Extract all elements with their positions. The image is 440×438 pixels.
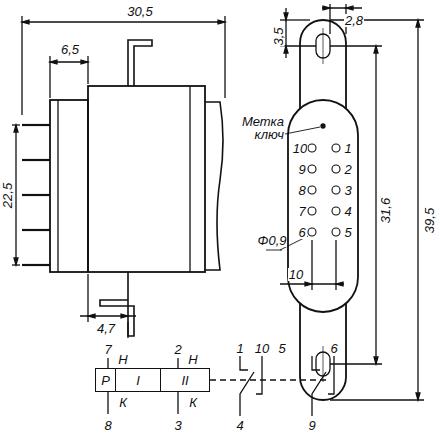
coil-label: Р	[101, 373, 110, 388]
coil-cell: II	[160, 368, 210, 392]
pin-number: 9	[297, 163, 306, 176]
dimension: 10	[288, 268, 304, 281]
coil-label: II	[181, 373, 188, 388]
pin-number: 5	[343, 226, 352, 239]
winding-start: Н	[187, 353, 198, 366]
terminal-number: 2	[173, 343, 182, 356]
dimension: 2,8	[344, 14, 364, 27]
dimension: 30,5	[126, 5, 153, 18]
terminal-number: 9	[307, 419, 316, 432]
terminal-number: 1	[235, 342, 244, 355]
key-mark-label: Метка ключ	[239, 115, 285, 141]
coil-cell: I	[115, 368, 161, 392]
side-view	[12, 16, 225, 338]
terminal-number: 5	[277, 342, 286, 355]
dimension: 3,5	[271, 26, 284, 46]
pin-number: 8	[297, 184, 306, 197]
coil-label: I	[136, 373, 140, 388]
terminal-number: 6	[329, 342, 338, 355]
terminal-number: 4	[235, 419, 244, 432]
dimension: 4,7	[96, 322, 116, 335]
terminal-number: 3	[173, 419, 182, 432]
schematic-wires	[108, 356, 334, 416]
dimension: 22,5	[2, 181, 15, 208]
dimension: 6,5	[60, 43, 80, 56]
front-view	[266, 4, 424, 400]
coil-cell: Р	[95, 368, 116, 392]
winding-end: К	[188, 396, 198, 409]
pin-number: 4	[343, 205, 352, 218]
pin-number: 1	[343, 142, 352, 155]
pin-number: 3	[343, 184, 352, 197]
winding-start: Н	[117, 353, 128, 366]
dimension: 31,6	[380, 196, 393, 223]
pin-number: 7	[297, 205, 306, 218]
winding-end: К	[118, 396, 128, 409]
pin-number: 6	[297, 226, 306, 239]
pin-number: 10	[292, 142, 308, 155]
pin-number: 2	[343, 163, 352, 176]
dimension: Φ0,9	[257, 234, 288, 247]
terminal-number: 8	[103, 419, 112, 432]
dimension: 39,5	[424, 206, 437, 233]
terminal-number: 10	[254, 342, 270, 355]
terminal-number: 7	[103, 343, 112, 356]
